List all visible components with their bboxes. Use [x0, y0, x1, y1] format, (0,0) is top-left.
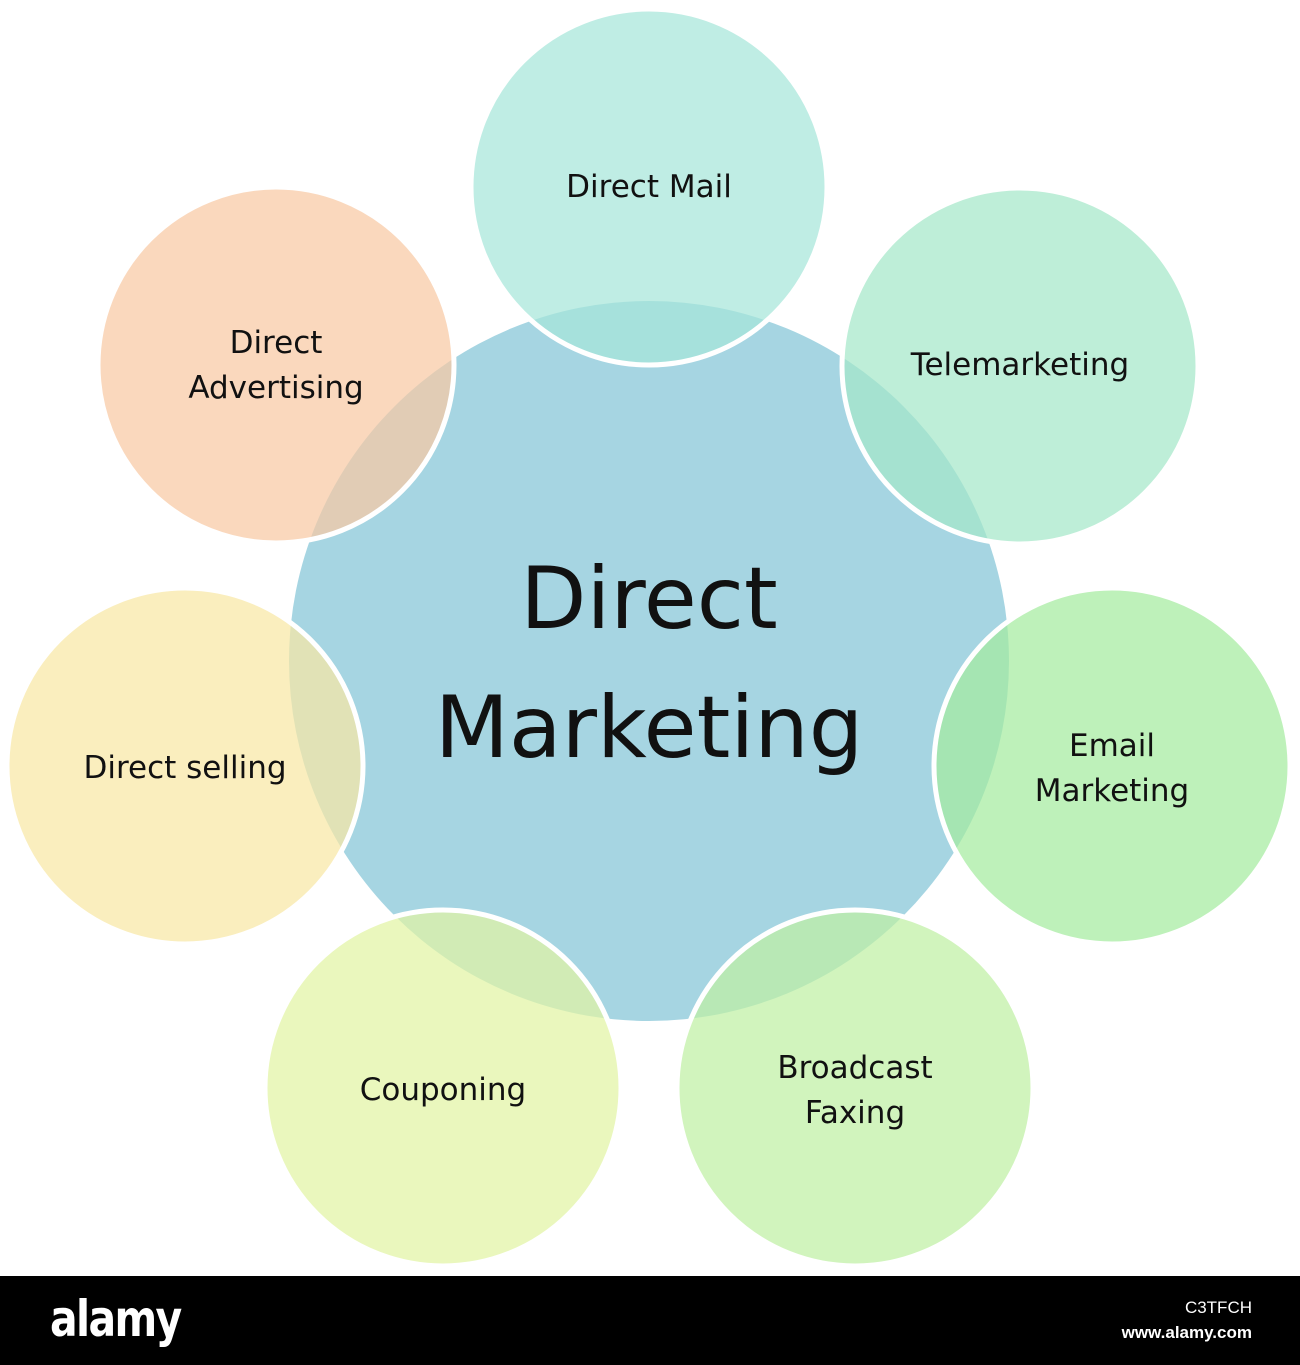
node-circle-direct-selling: [4, 585, 366, 947]
node-direct-mail: Direct Mail: [468, 6, 830, 368]
node-label-email-marketing: Email: [1069, 728, 1155, 764]
node-circle-direct-mail: [468, 6, 830, 368]
node-circle-direct-advertising: [95, 184, 457, 546]
node-label-telemarketing: Telemarketing: [910, 347, 1129, 383]
image-id: C3TFCH: [1184, 1298, 1252, 1317]
node-circle-couponing: [262, 907, 624, 1269]
node-label-direct-advertising: Advertising: [188, 370, 363, 406]
bottom-bar: alamy C3TFCH www.alamy.com: [0, 1276, 1300, 1365]
node-direct-selling: Direct selling: [4, 585, 366, 947]
node-circle-telemarketing: [839, 185, 1201, 547]
hub-title-line2: Marketing: [435, 678, 864, 778]
node-couponing: Couponing: [262, 907, 624, 1269]
node-telemarketing: Telemarketing: [839, 185, 1201, 547]
node-label-direct-advertising: Direct: [230, 325, 323, 361]
node-label-direct-mail: Direct Mail: [566, 169, 732, 205]
node-label-email-marketing: Marketing: [1035, 773, 1190, 809]
brand-logo: alamy: [50, 1290, 182, 1348]
diagram-canvas: Direct MailTelemarketingEmailMarketingBr…: [4, 6, 1293, 1269]
node-circle-email-marketing: [931, 585, 1293, 947]
hub-title-line1: Direct: [520, 549, 778, 649]
hub-circle: [289, 301, 1009, 1021]
site-url: www.alamy.com: [1121, 1323, 1252, 1342]
node-circle-broadcast-faxing: [674, 907, 1036, 1269]
node-label-couponing: Couponing: [360, 1072, 527, 1108]
node-label-broadcast-faxing: Faxing: [805, 1095, 905, 1131]
node-label-direct-selling: Direct selling: [83, 750, 286, 786]
node-label-broadcast-faxing: Broadcast: [777, 1050, 932, 1086]
